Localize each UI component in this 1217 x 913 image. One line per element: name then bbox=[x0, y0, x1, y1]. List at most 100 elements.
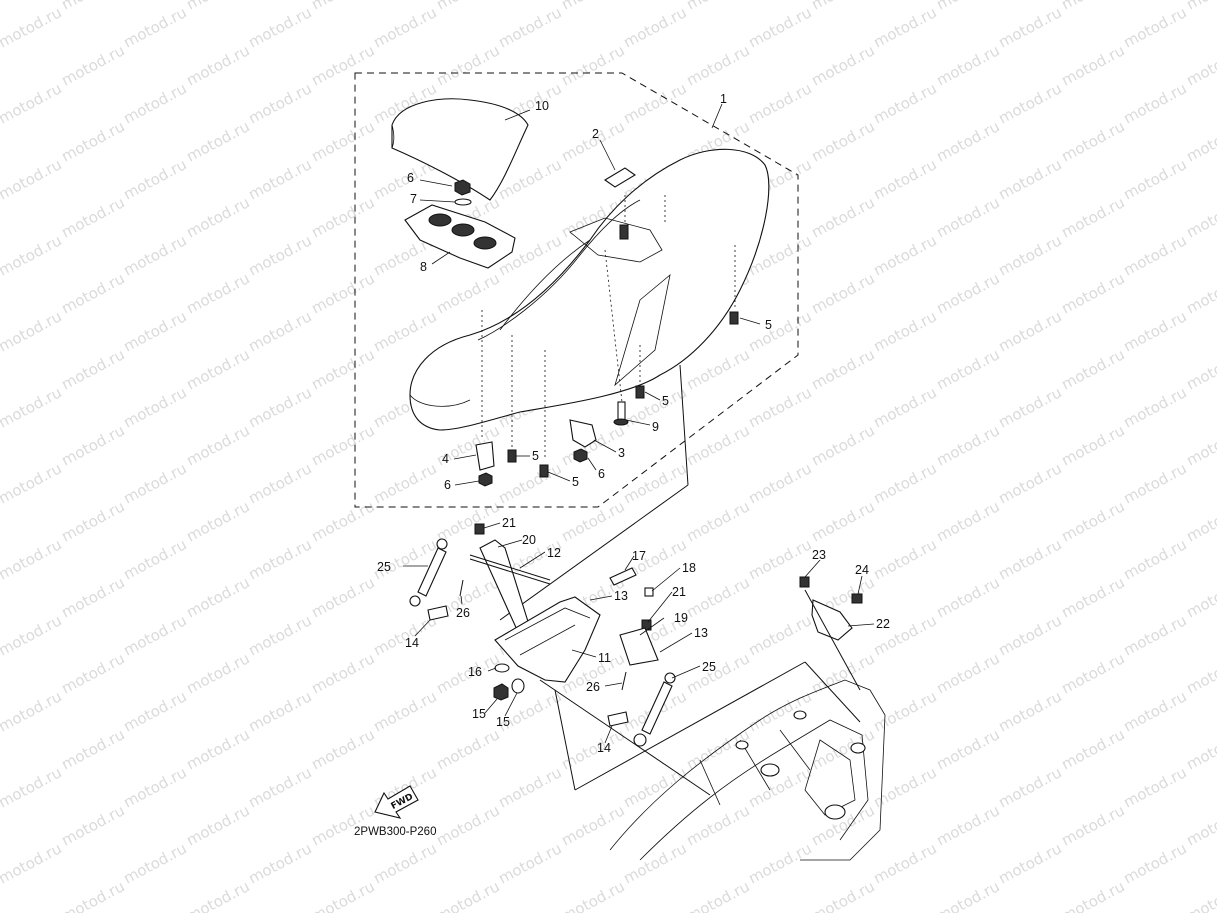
collar-15-part bbox=[511, 678, 525, 694]
screw-21-part bbox=[474, 523, 485, 535]
watermark-text: motod.ru bbox=[183, 573, 252, 621]
watermark-text: motod.ru bbox=[745, 763, 814, 811]
watermark-text: motod.ru bbox=[995, 763, 1064, 811]
watermark-text: motod.ru bbox=[0, 3, 65, 51]
watermark-text: motod.ru bbox=[245, 459, 314, 507]
watermark-text: motod.ru bbox=[558, 117, 627, 165]
watermark-text: motod.ru bbox=[1120, 459, 1189, 507]
watermark-text: motod.ru bbox=[495, 763, 564, 811]
latch-bracket-part bbox=[811, 599, 853, 641]
seat-contour bbox=[477, 199, 641, 341]
bolt-part bbox=[507, 449, 517, 463]
callout-3: 3 bbox=[618, 446, 625, 460]
watermark-text: motod.ru bbox=[58, 649, 127, 697]
watermark-text: motod.ru bbox=[745, 3, 814, 51]
watermark-text: motod.ru bbox=[245, 383, 314, 431]
watermark-text: motod.ru bbox=[620, 79, 689, 127]
watermark-text: motod.ru bbox=[120, 839, 189, 887]
bracket-4-part bbox=[475, 441, 495, 471]
watermark-text: motod.ru bbox=[808, 269, 877, 317]
watermark-text: motod.ru bbox=[0, 839, 65, 887]
watermark-text: motod.ru bbox=[1058, 497, 1127, 545]
watermark-text: motod.ru bbox=[995, 3, 1064, 51]
watermark-text: motod.ru bbox=[183, 649, 252, 697]
watermark-text: motod.ru bbox=[120, 155, 189, 203]
projection-line bbox=[539, 679, 711, 796]
watermark-text: motod.ru bbox=[0, 79, 65, 127]
watermark-text: motod.ru bbox=[1120, 611, 1189, 659]
watermark-text: motod.ru bbox=[58, 117, 127, 165]
watermark-text: motod.ru bbox=[870, 459, 939, 507]
watermark-text: motod.ru bbox=[308, 117, 377, 165]
seat-pad-part bbox=[391, 98, 529, 201]
watermark-text: motod.ru bbox=[0, 763, 65, 811]
watermark-text: motod.ru bbox=[58, 573, 127, 621]
watermark-text: motod.ru bbox=[558, 877, 627, 913]
watermark-text: motod.ru bbox=[683, 41, 752, 89]
watermark-text: motod.ru bbox=[995, 383, 1064, 431]
watermark-text: motod.ru bbox=[683, 421, 752, 469]
callout-5: 5 bbox=[572, 475, 579, 489]
watermark-text: motod.ru bbox=[1120, 79, 1189, 127]
watermark-text: motod.ru bbox=[808, 421, 877, 469]
watermark-text: motod.ru bbox=[870, 79, 939, 127]
watermark-text: motod.ru bbox=[933, 269, 1002, 317]
projection-line bbox=[679, 364, 689, 486]
watermark-text: motod.ru bbox=[558, 0, 627, 14]
screw-23-part bbox=[799, 576, 810, 588]
watermark-text: motod.ru bbox=[0, 535, 65, 583]
callout-14: 14 bbox=[597, 741, 611, 755]
callout-25: 25 bbox=[702, 660, 716, 674]
watermark-text: motod.ru bbox=[995, 307, 1064, 355]
callout-11: 11 bbox=[598, 651, 611, 665]
watermark-text: motod.ru bbox=[808, 0, 877, 14]
watermark-text: motod.ru bbox=[120, 459, 189, 507]
guide-line bbox=[604, 249, 623, 403]
long-bolt-part bbox=[617, 401, 626, 421]
watermark-text: motod.ru bbox=[1183, 649, 1217, 697]
callout-22: 22 bbox=[876, 617, 890, 631]
projection-line bbox=[554, 689, 576, 791]
watermark-text: motod.ru bbox=[870, 383, 939, 431]
watermark-text: motod.ru bbox=[308, 193, 377, 241]
watermark-text: motod.ru bbox=[308, 421, 377, 469]
callout-13: 13 bbox=[694, 626, 708, 640]
watermark-text: motod.ru bbox=[1058, 877, 1127, 913]
watermark-text: motod.ru bbox=[808, 877, 877, 913]
watermark-text: motod.ru bbox=[745, 383, 814, 431]
watermark-text: motod.ru bbox=[58, 877, 127, 913]
watermark-text: motod.ru bbox=[933, 801, 1002, 849]
callout-4: 4 bbox=[442, 452, 449, 466]
callout-15: 15 bbox=[496, 715, 510, 729]
callout-21: 21 bbox=[502, 516, 516, 530]
watermark-text: motod.ru bbox=[58, 0, 127, 14]
projection-line bbox=[804, 589, 861, 691]
watermark-text: motod.ru bbox=[995, 155, 1064, 203]
callout-17: 17 bbox=[632, 549, 646, 563]
stud-bolt-14-part bbox=[607, 711, 629, 727]
callout-6: 6 bbox=[598, 467, 605, 481]
watermark-text: motod.ru bbox=[1058, 801, 1127, 849]
watermark-text: motod.ru bbox=[1183, 41, 1217, 89]
watermark-text: motod.ru bbox=[495, 3, 564, 51]
bolt-part bbox=[729, 311, 739, 325]
watermark-text: motod.ru bbox=[308, 649, 377, 697]
callout-5: 5 bbox=[765, 318, 772, 332]
watermark-text: motod.ru bbox=[933, 649, 1002, 697]
watermark-text: motod.ru bbox=[183, 345, 252, 393]
watermark-text: motod.ru bbox=[995, 687, 1064, 735]
watermark-text: motod.ru bbox=[1183, 801, 1217, 849]
watermark-text: motod.ru bbox=[620, 3, 689, 51]
watermark-text: motod.ru bbox=[308, 345, 377, 393]
seat-front-edge bbox=[409, 394, 471, 407]
watermark-text: motod.ru bbox=[1183, 269, 1217, 317]
shaft-part bbox=[469, 558, 551, 585]
watermark-text: motod.ru bbox=[933, 0, 1002, 14]
bolt-18-part bbox=[644, 587, 654, 597]
watermark-text: motod.ru bbox=[1183, 193, 1217, 241]
watermark-text: motod.ru bbox=[1058, 193, 1127, 241]
watermark-text: motod.ru bbox=[933, 497, 1002, 545]
watermark-text: motod.ru bbox=[0, 459, 65, 507]
watermark-text: motod.ru bbox=[683, 801, 752, 849]
